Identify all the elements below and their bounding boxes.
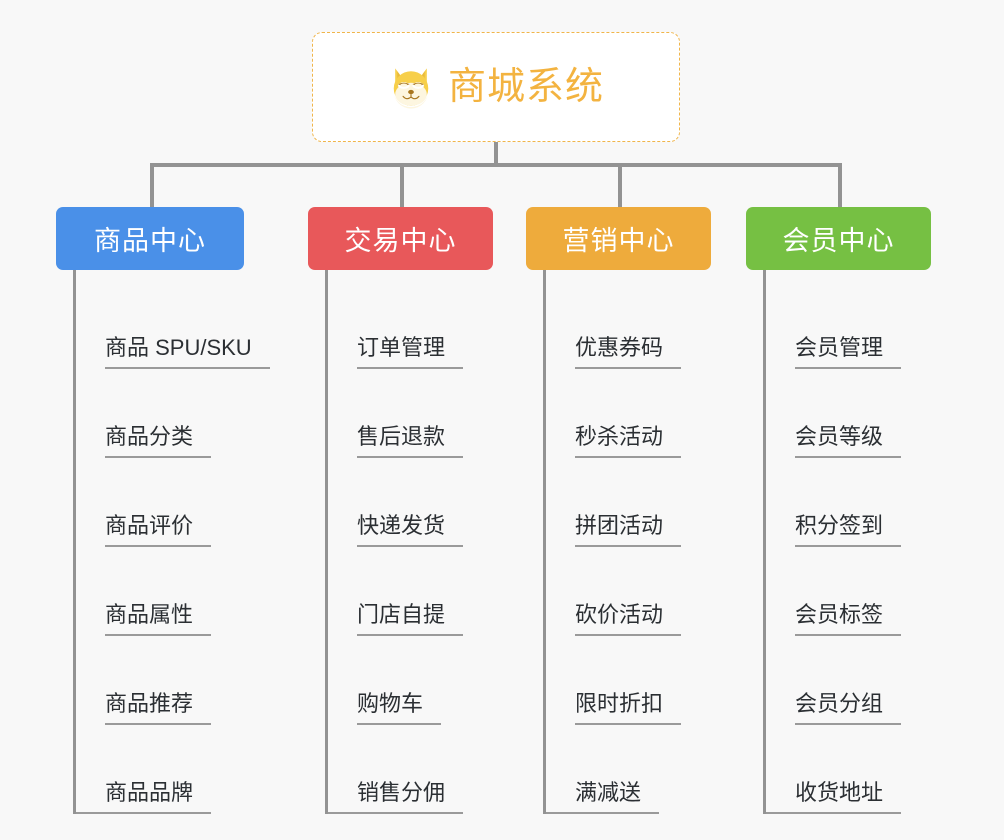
- list-item[interactable]: 商品 SPU/SKU: [76, 280, 306, 369]
- list-item[interactable]: 会员等级: [766, 369, 936, 458]
- category-header-4[interactable]: 会员中心: [746, 207, 931, 270]
- root-title: 商城系统: [447, 66, 604, 108]
- branch-column-1: 商品中心 商品 SPU/SKU 商品分类 商品评价 商品属性 商品推荐 商品品牌: [56, 207, 306, 814]
- leaf-label: 限时折扣: [575, 691, 682, 725]
- leaf-label: 商品分类: [105, 424, 212, 458]
- category-header-3[interactable]: 营销中心: [526, 207, 711, 270]
- list-item[interactable]: 积分签到: [766, 458, 936, 547]
- leaf-label: 满减送: [546, 780, 660, 814]
- branch-column-4: 会员中心 会员管理 会员等级 积分签到 会员标签 会员分组 收货地址: [746, 207, 936, 814]
- list-item[interactable]: 商品分类: [76, 369, 306, 458]
- connector-drop-4: [838, 163, 842, 209]
- leaf-label: 售后退款: [357, 424, 464, 458]
- list-item[interactable]: 会员标签: [766, 547, 936, 636]
- leaf-label: 会员分组: [795, 691, 902, 725]
- connector-drop-3: [618, 163, 622, 209]
- connector-drop-1: [150, 163, 154, 209]
- list-item[interactable]: 售后退款: [328, 369, 528, 458]
- connector-root-stem: [494, 142, 498, 165]
- leaf-label: 收货地址: [766, 780, 902, 814]
- leaf-label: 商品 SPU/SKU: [105, 335, 270, 369]
- branch-column-3: 营销中心 优惠券码 秒杀活动 拼团活动 砍价活动 限时折扣 满减送: [526, 207, 716, 814]
- leaf-label: 秒杀活动: [575, 424, 682, 458]
- root-node[interactable]: 商城系统: [312, 32, 680, 142]
- list-item[interactable]: 订单管理: [328, 280, 528, 369]
- leaf-label: 商品推荐: [105, 691, 212, 725]
- list-item[interactable]: 门店自提: [328, 547, 528, 636]
- list-item[interactable]: 快递发货: [328, 458, 528, 547]
- leaf-label: 商品品牌: [76, 780, 212, 814]
- list-item[interactable]: 会员管理: [766, 280, 936, 369]
- leaf-label: 积分签到: [795, 513, 902, 547]
- leaf-label: 优惠券码: [575, 335, 682, 369]
- list-item[interactable]: 商品属性: [76, 547, 306, 636]
- list-item[interactable]: 优惠券码: [546, 280, 716, 369]
- list-item[interactable]: 限时折扣: [546, 636, 716, 725]
- leaf-label: 砍价活动: [575, 602, 682, 636]
- leaf-list-3: 优惠券码 秒杀活动 拼团活动 砍价活动 限时折扣 满减送: [543, 270, 716, 814]
- list-item[interactable]: 满减送: [546, 725, 716, 814]
- connector-drop-2: [400, 163, 404, 209]
- list-item[interactable]: 会员分组: [766, 636, 936, 725]
- connector-horizontal-bus: [150, 163, 842, 167]
- leaf-label: 商品属性: [105, 602, 212, 636]
- list-item[interactable]: 商品品牌: [76, 725, 306, 814]
- leaf-label: 会员标签: [795, 602, 902, 636]
- category-title-4: 会员中心: [782, 226, 895, 256]
- list-item[interactable]: 拼团活动: [546, 458, 716, 547]
- leaf-label: 门店自提: [357, 602, 464, 636]
- leaf-label: 快递发货: [357, 513, 464, 547]
- leaf-label: 订单管理: [357, 335, 464, 369]
- leaf-label: 购物车: [357, 691, 442, 725]
- list-item[interactable]: 秒杀活动: [546, 369, 716, 458]
- leaf-list-4: 会员管理 会员等级 积分签到 会员标签 会员分组 收货地址: [763, 270, 936, 814]
- leaf-label: 商品评价: [105, 513, 212, 547]
- leaf-label: 销售分佣: [328, 780, 464, 814]
- list-item[interactable]: 商品推荐: [76, 636, 306, 725]
- category-title-2: 交易中心: [344, 226, 457, 256]
- category-header-2[interactable]: 交易中心: [308, 207, 493, 270]
- leaf-label: 拼团活动: [575, 513, 682, 547]
- list-item[interactable]: 砍价活动: [546, 547, 716, 636]
- category-header-1[interactable]: 商品中心: [56, 207, 244, 270]
- leaf-label: 会员管理: [795, 335, 902, 369]
- category-title-3: 营销中心: [562, 226, 675, 256]
- list-item[interactable]: 收货地址: [766, 725, 936, 814]
- list-item[interactable]: 商品评价: [76, 458, 306, 547]
- leaf-list-2: 订单管理 售后退款 快递发货 门店自提 购物车 销售分佣: [325, 270, 528, 814]
- leaf-label: 会员等级: [795, 424, 902, 458]
- list-item[interactable]: 销售分佣: [328, 725, 528, 814]
- branch-column-2: 交易中心 订单管理 售后退款 快递发货 门店自提 购物车 销售分佣: [308, 207, 528, 814]
- list-item[interactable]: 购物车: [328, 636, 528, 725]
- category-title-1: 商品中心: [94, 226, 206, 256]
- leaf-list-1: 商品 SPU/SKU 商品分类 商品评价 商品属性 商品推荐 商品品牌: [73, 270, 306, 814]
- shiba-dog-face-icon: [393, 68, 429, 109]
